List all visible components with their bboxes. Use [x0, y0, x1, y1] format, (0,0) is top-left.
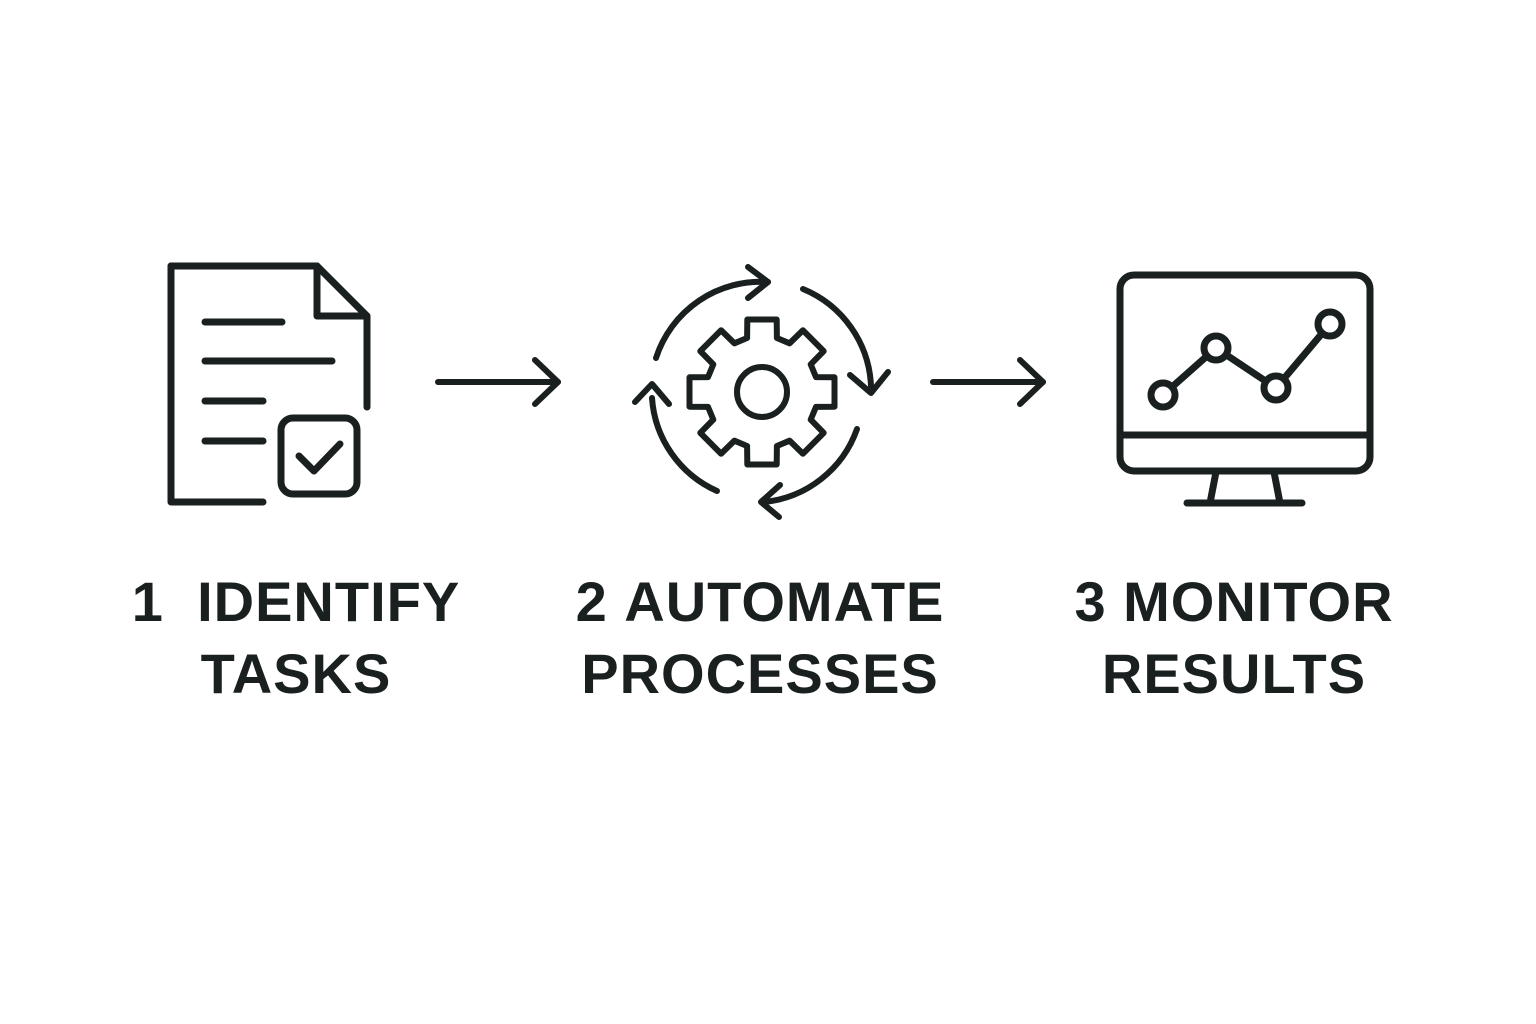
step-3-number: 3 — [1074, 570, 1107, 633]
step-1-line1: IDENTIFY — [197, 570, 461, 633]
step-3-label: 3 MONITOR RESULTS — [1014, 566, 1454, 710]
step-2-line1: AUTOMATE — [624, 570, 945, 633]
step-1-line2: TASKS — [200, 642, 392, 705]
step-1-label: 1 IDENTIFY TASKS — [76, 566, 516, 710]
monitor-line-chart-icon — [1110, 265, 1380, 515]
step-3-line2: RESULTS — [1101, 642, 1367, 705]
arrow-right-icon — [430, 352, 570, 412]
step-3-line1: MONITOR — [1123, 570, 1394, 633]
document-checkmark-icon — [160, 255, 380, 515]
step-2-label: 2 AUTOMATE PROCESSES — [540, 566, 980, 710]
step-2-number: 2 — [575, 570, 608, 633]
step-1-number: 1 — [131, 570, 164, 633]
step-1-title-line1: 1 IDENTIFY — [76, 566, 516, 638]
gear-cycle-icon — [625, 262, 895, 522]
step-2-title-line1: 2 AUTOMATE — [540, 566, 980, 638]
arrow-right-icon — [925, 352, 1065, 412]
step-2-line2: PROCESSES — [581, 642, 939, 705]
step-3-title-line1: 3 MONITOR — [1014, 566, 1454, 638]
